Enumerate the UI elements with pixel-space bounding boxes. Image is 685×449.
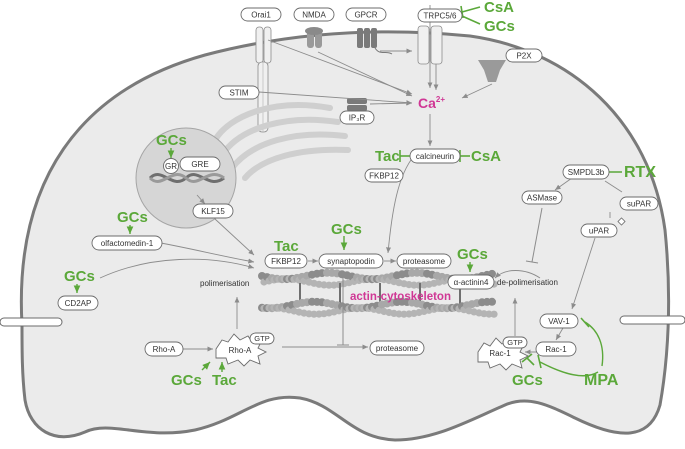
drug-gcs-olfactomedin: GCs xyxy=(117,209,148,226)
drug-gcs-top: GCs xyxy=(484,18,515,35)
node-gr: GR xyxy=(163,158,179,174)
node-rac1-box: Rac-1 xyxy=(535,341,577,357)
svg-text:VAV-1: VAV-1 xyxy=(548,317,570,326)
slit-diaphragm-right xyxy=(619,315,685,325)
node-vav1: VAV-1 xyxy=(539,313,579,329)
actin-filament-bottom xyxy=(258,297,498,318)
drug-gcs-rhoa: GCs xyxy=(171,372,202,389)
svg-text:TRPC5/6: TRPC5/6 xyxy=(424,12,457,21)
node-olfactomedin: olfactomedin-1 xyxy=(91,235,163,251)
dna-helix-icon xyxy=(148,173,225,183)
drug-gcs-rac1: GCs xyxy=(512,372,543,389)
nmda-receptor-icon xyxy=(305,27,323,48)
node-actinin4: α-actinin4 xyxy=(447,274,495,290)
svg-text:Rac-1: Rac-1 xyxy=(489,349,511,358)
drug-gcs-cd2ap: GCs xyxy=(64,268,95,285)
drug-rtx: RTX xyxy=(624,164,656,181)
svg-text:FKBP12: FKBP12 xyxy=(271,257,301,266)
node-upar: uPAR xyxy=(580,217,626,238)
node-proteasome-top: proteasome xyxy=(396,253,452,269)
svg-text:calcineurin: calcineurin xyxy=(416,152,454,161)
polimerisation-label: polimerisation xyxy=(200,279,249,288)
node-synaptopodin: synaptopodin xyxy=(318,253,384,269)
svg-text:KLF15: KLF15 xyxy=(201,207,225,216)
node-rhoa-active: Rho-A GTP xyxy=(215,332,275,367)
drug-activation-edges xyxy=(73,148,474,372)
p2x-receptor-icon xyxy=(478,60,506,82)
depolimerisation-label: de-polimerisation xyxy=(497,278,558,287)
drug-tac-rhoa: Tac xyxy=(212,372,237,389)
endoplasmic-reticulum-icon xyxy=(212,102,351,181)
svg-text:SMPDL3b: SMPDL3b xyxy=(568,168,605,177)
drug-tac-fkbp12: Tac xyxy=(274,238,299,255)
stim-protein-icon xyxy=(257,61,269,133)
svg-text:synaptopodin: synaptopodin xyxy=(327,257,375,266)
node-asmase: ASMase xyxy=(521,190,563,205)
drug-gcs-nucleus: GCs xyxy=(156,132,187,149)
svg-text:GPCR: GPCR xyxy=(354,11,377,20)
pathway-edges xyxy=(99,5,623,355)
svg-text:proteasome: proteasome xyxy=(403,257,446,266)
svg-text:olfactomedin-1: olfactomedin-1 xyxy=(101,239,154,248)
node-gpcr: GPCR xyxy=(345,7,387,22)
node-rhoa-box: Rho-A xyxy=(144,341,184,357)
node-trpc: TRPC5/6 xyxy=(417,8,463,23)
drug-csa-top: CsA xyxy=(484,0,514,16)
svg-text:CD2AP: CD2AP xyxy=(65,299,92,308)
svg-text:proteasome: proteasome xyxy=(376,344,419,353)
node-ip3r: IP₃R xyxy=(339,110,375,125)
actin-cytoskeleton-label: actin-cytoskeleton xyxy=(350,291,451,303)
svg-text:FKBP12: FKBP12 xyxy=(369,172,399,181)
drug-mpa: MPA xyxy=(584,372,619,389)
svg-text:P2X: P2X xyxy=(516,52,532,61)
node-supar: suPAR xyxy=(619,196,659,211)
svg-text:α-actinin4: α-actinin4 xyxy=(454,278,489,287)
drug-tac-calcineurin: Tac xyxy=(375,148,400,165)
svg-text:Orai1: Orai1 xyxy=(251,11,271,20)
svg-text:STIM: STIM xyxy=(229,89,248,98)
drug-csa-calcineurin: CsA xyxy=(471,148,501,165)
calcium-ion-label: Ca2+ xyxy=(418,95,445,111)
node-smpdl3b: SMPDL3b xyxy=(562,164,610,180)
node-cd2ap: CD2AP xyxy=(57,295,99,311)
node-rac1-active: Rac-1 GTP xyxy=(477,336,530,371)
svg-text:NMDA: NMDA xyxy=(302,11,326,20)
svg-text:ASMase: ASMase xyxy=(527,194,558,203)
node-fkbp12-top: FKBP12 xyxy=(364,168,404,183)
gpcr-receptor-icon xyxy=(357,28,393,55)
node-klf15: KLF15 xyxy=(192,203,234,219)
svg-text:GTP: GTP xyxy=(254,334,269,343)
drug-gcs-actinin4: GCs xyxy=(457,246,488,263)
svg-text:uPAR: uPAR xyxy=(589,227,610,236)
svg-text:Rho-A: Rho-A xyxy=(229,346,252,355)
svg-text:GR: GR xyxy=(165,162,177,171)
svg-text:Rac-1: Rac-1 xyxy=(545,345,567,354)
node-orai1: Orai1 xyxy=(240,7,282,22)
svg-text:GTP: GTP xyxy=(507,338,522,347)
svg-text:suPAR: suPAR xyxy=(627,200,652,209)
trpc-channel-icon xyxy=(417,25,443,65)
node-nmda: NMDA xyxy=(293,7,335,22)
node-proteasome-bottom: proteasome xyxy=(369,340,425,356)
node-fkbp12: FKBP12 xyxy=(264,253,308,269)
node-stim: STIM xyxy=(218,85,260,100)
svg-text:GRE: GRE xyxy=(191,160,208,169)
slit-diaphragm-left xyxy=(0,317,63,327)
node-p2x: P2X xyxy=(505,48,543,63)
svg-text:IP₃R: IP₃R xyxy=(349,114,366,123)
svg-text:Rho-A: Rho-A xyxy=(153,345,176,354)
node-calcineurin: calcineurin xyxy=(409,148,461,164)
node-gre: GRE xyxy=(179,156,221,172)
drug-gcs-synaptopodin: GCs xyxy=(331,221,362,238)
